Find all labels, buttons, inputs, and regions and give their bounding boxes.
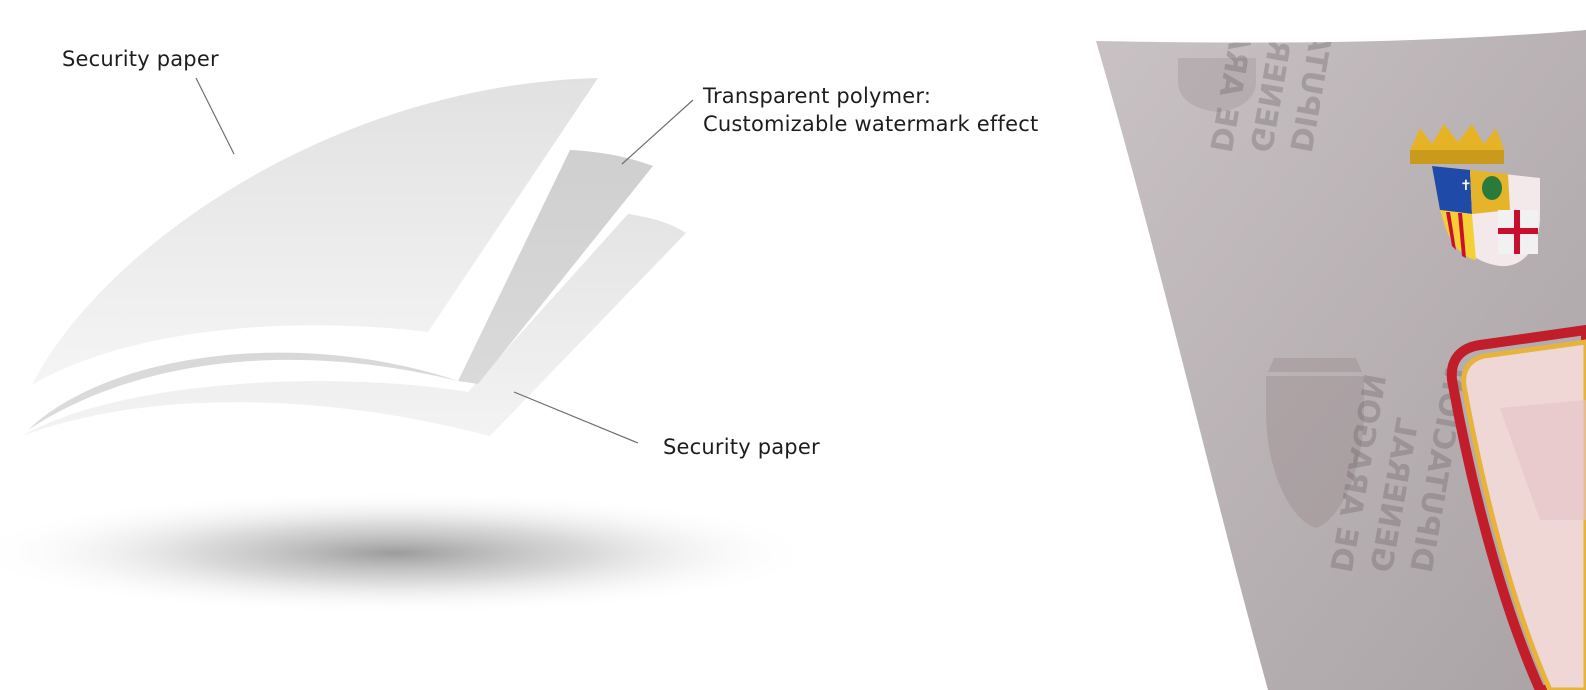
leader-line-bottom xyxy=(513,391,639,444)
drop-shadow xyxy=(0,491,820,615)
watermark-text-top: DIPUTACION GENERAL DE ARAGON xyxy=(1202,30,1353,155)
polymer-layer xyxy=(28,150,653,430)
bottom-paper-layer xyxy=(22,214,686,436)
leader-line-polymer xyxy=(621,99,694,165)
label-top-security-paper: Security paper xyxy=(62,47,219,71)
label-polymer-line2: Customizable watermark effect xyxy=(703,112,1039,136)
watermark-crest-middle xyxy=(1266,358,1364,528)
label-transparent-polymer: Transparent polymer: Customizable waterm… xyxy=(703,82,1038,138)
coat-of-arms-icon: ✝ xyxy=(1410,124,1540,267)
label-bottom-security-paper: Security paper xyxy=(663,435,820,459)
svg-text:✝: ✝ xyxy=(1460,178,1472,194)
watermark-crest-top xyxy=(1178,58,1256,112)
label-polymer-line1: Transparent polymer: xyxy=(703,84,932,108)
leader-line-top xyxy=(195,77,235,155)
top-paper-layer xyxy=(32,78,598,385)
document-frame xyxy=(1446,324,1586,690)
